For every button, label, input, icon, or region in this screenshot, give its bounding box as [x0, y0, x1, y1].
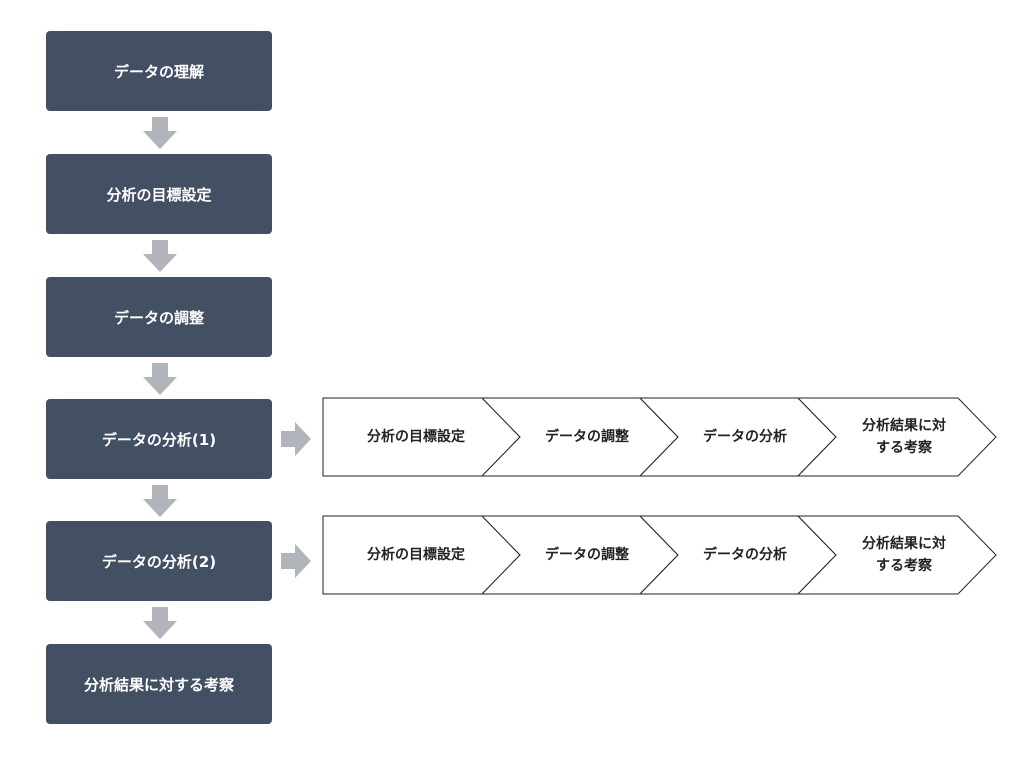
right-arrow-icon: [281, 422, 311, 456]
chevron-stage-result-discussion: 分析結果に対 する考察: [862, 535, 946, 574]
step-data-understanding: データの理解: [46, 31, 272, 111]
down-arrow-icon: [143, 485, 177, 517]
subflow-chevron-row-1: 分析の目標設定 データの調整 データの分析 分析結果に対 する考察: [322, 397, 998, 477]
chevron-shape: [796, 397, 997, 477]
subflow-chevron-row-2: 分析の目標設定 データの調整 データの分析 分析結果に対 する考察: [322, 515, 998, 595]
chevron-row-shapes: [322, 397, 997, 477]
chevron-row-shapes: [322, 515, 997, 595]
down-arrow-icon: [143, 240, 177, 272]
down-arrow-icon: [143, 363, 177, 395]
chevron-stage-goal-setting: 分析の目標設定: [367, 428, 465, 445]
step-goal-setting: 分析の目標設定: [46, 154, 272, 234]
chevron-stage-result-discussion: 分析結果に対 する考察: [862, 417, 946, 456]
step-label: データの調整: [113, 308, 204, 327]
chevron-stage-data-analysis: データの分析: [703, 546, 787, 563]
step-label: データの理解: [113, 62, 204, 81]
right-arrow-icon: [281, 544, 311, 578]
chevron-shape: [796, 515, 997, 595]
chevron-stage-data-adjustment: データの調整: [545, 428, 629, 445]
step-result-discussion: 分析結果に対する考察: [46, 644, 272, 724]
step-data-analysis-1: データの分析(1): [46, 399, 272, 479]
step-label: 分析の目標設定: [106, 185, 212, 204]
chevron-stage-goal-setting: 分析の目標設定: [367, 546, 465, 563]
step-label: データの分析(1): [101, 430, 217, 449]
chevron-stage-data-adjustment: データの調整: [545, 546, 629, 563]
step-data-adjustment: データの調整: [46, 277, 272, 357]
step-label: 分析結果に対する考察: [83, 675, 234, 694]
step-data-analysis-2: データの分析(2): [46, 521, 272, 601]
step-label: データの分析(2): [101, 552, 217, 571]
down-arrow-icon: [143, 607, 177, 639]
chevron-stage-data-analysis: データの分析: [703, 428, 787, 445]
down-arrow-icon: [143, 117, 177, 149]
